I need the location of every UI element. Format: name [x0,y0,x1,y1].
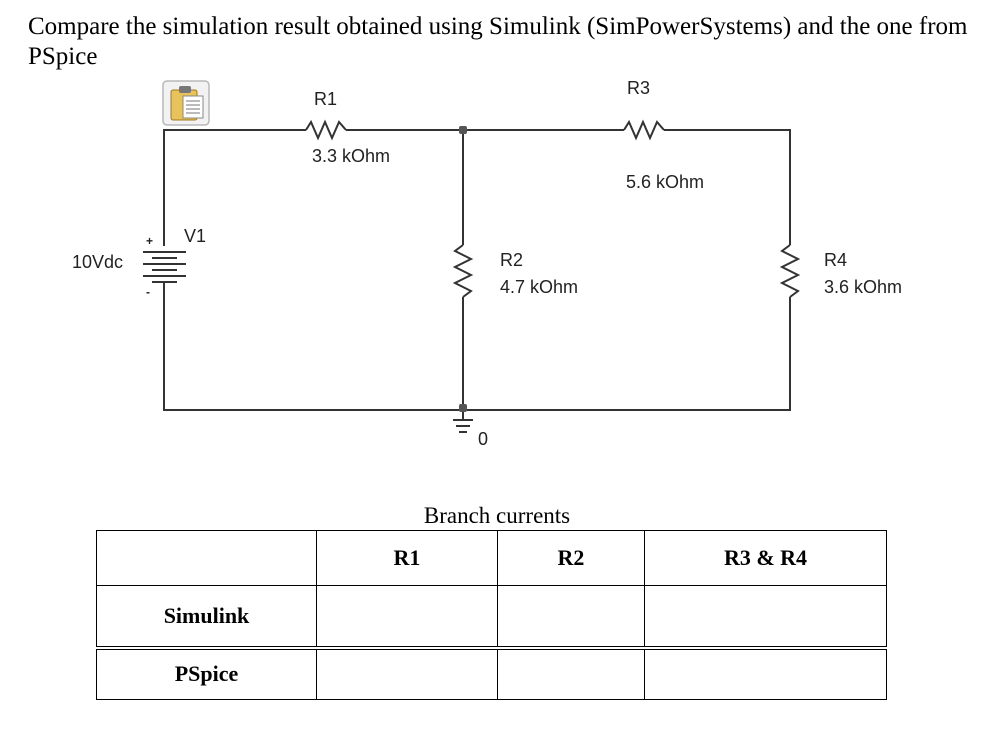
branch-currents-table: R1 R2 R3 & R4 Simulink PSpice [96,530,887,700]
r2-name: R2 [500,250,523,270]
resistor-r1-symbol [305,119,347,141]
header-cell-r1: R1 [316,530,498,586]
resistor-r2-symbol [452,244,474,298]
clipboard-icon[interactable] [162,80,210,126]
r4-value: 3.6 kOhm [824,277,902,297]
r4-name: R4 [824,250,847,270]
junction-dots [459,126,467,412]
ground-label: 0 [478,429,488,449]
r1-value: 3.3 kOhm [312,146,390,166]
wires [163,129,791,420]
cell-simulink-r2[interactable] [497,585,645,648]
cell-pspice-r2[interactable] [497,645,645,700]
resistor-r4-symbol [779,244,801,298]
header-cell-empty [96,530,317,586]
source-minus-sign: - [146,285,150,299]
r1-name: R1 [314,89,337,109]
cell-pspice-r3-r4[interactable] [644,645,887,700]
table-row: PSpice [96,645,887,700]
r2-value: 4.7 kOhm [500,277,578,297]
header-cell-r3-r4: R3 & R4 [644,530,887,586]
table-row: Simulink [96,585,887,648]
cell-simulink-r1[interactable] [316,585,498,648]
row-label-pspice: PSpice [96,645,317,700]
table-caption: Branch currents [423,503,571,528]
battery-symbol [143,251,186,283]
r3-name: R3 [627,78,650,98]
source-name: V1 [184,226,206,246]
resistor-r3-symbol [623,119,665,141]
circuit-schematic: + - V1 10Vdc R1 3.3 kOhm R3 5.6 kOhm R2 … [72,78,902,449]
r3-value: 5.6 kOhm [626,172,704,192]
source-plus-sign: + [146,234,153,248]
table-header-row: R1 R2 R3 & R4 [96,530,887,586]
question-text: Compare the simulation result obtained u… [28,13,968,70]
ground-symbol [453,419,473,433]
source-value: 10Vdc [72,252,123,272]
row-label-simulink: Simulink [96,585,317,648]
cell-pspice-r1[interactable] [316,645,498,700]
cell-simulink-r3-r4[interactable] [644,585,887,648]
header-cell-r2: R2 [497,530,645,586]
